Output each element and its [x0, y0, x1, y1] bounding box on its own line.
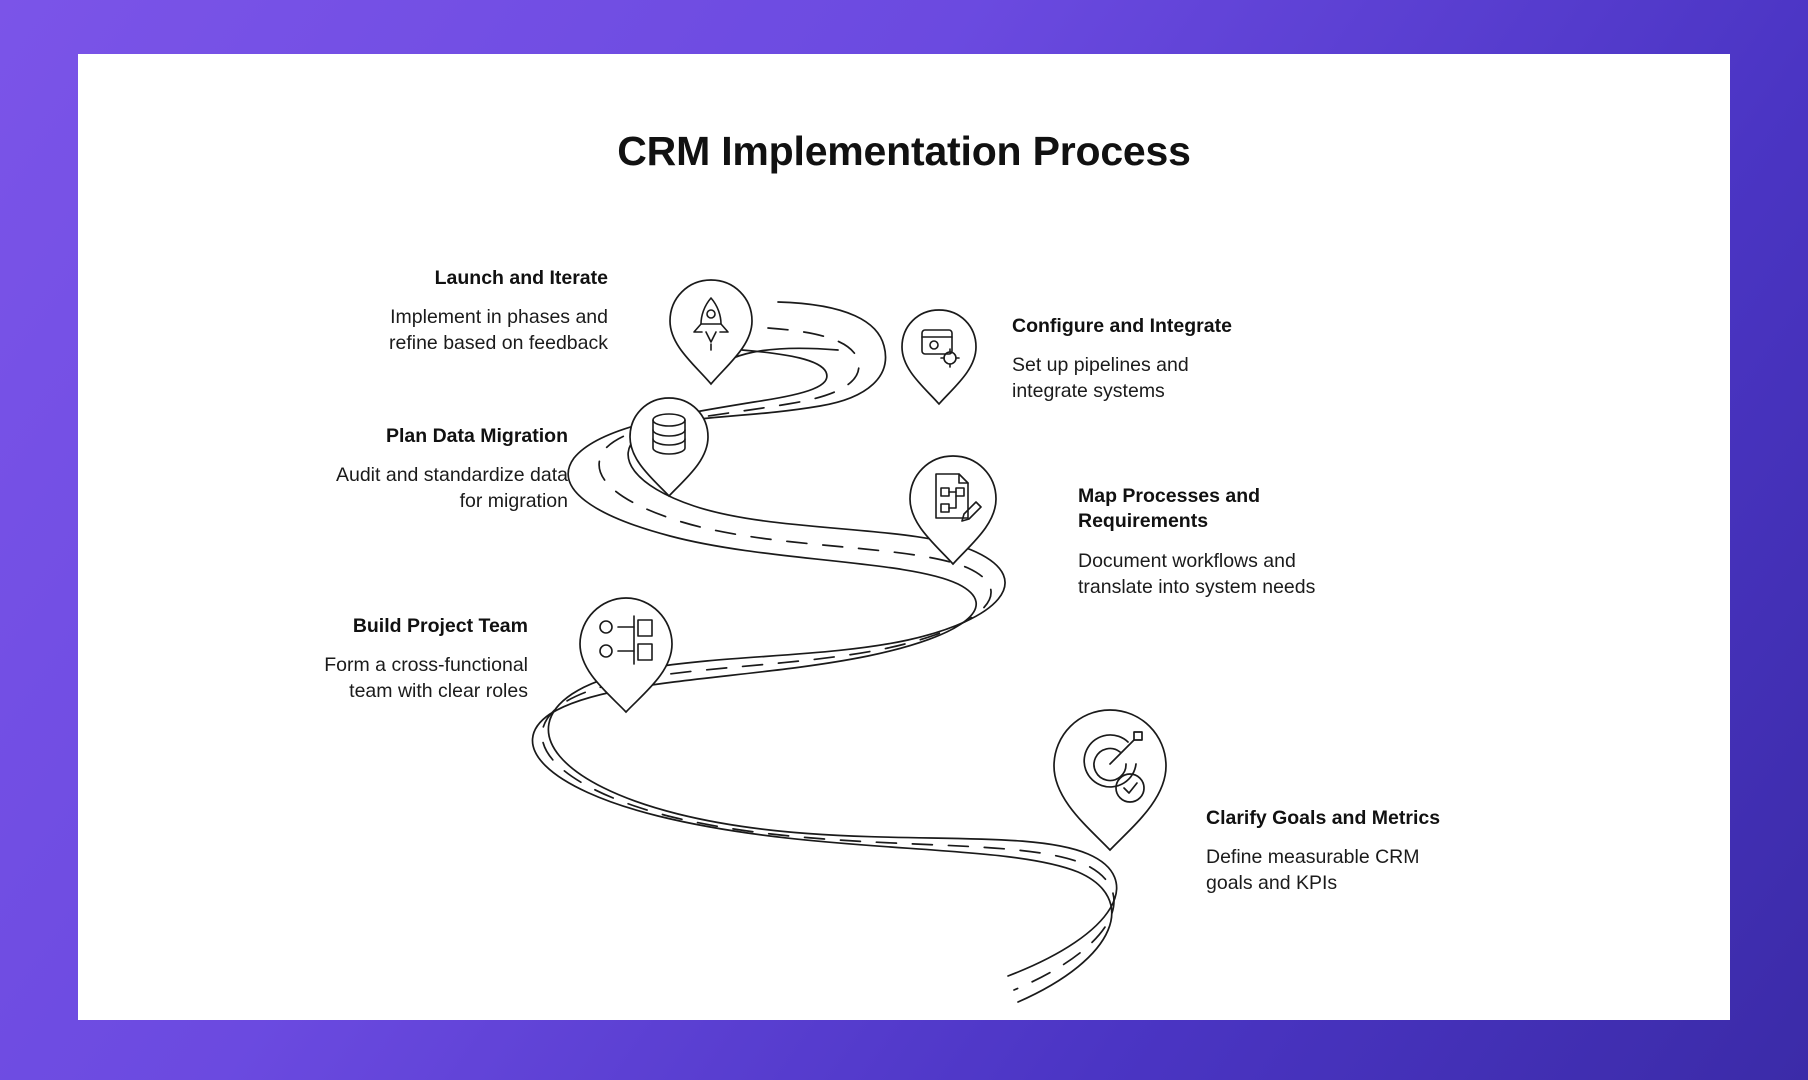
step-label-clarify-goals-and-metrics: Clarify Goals and Metrics Define measura… [1206, 806, 1526, 897]
pin-configure-and-integrate[interactable] [898, 306, 980, 408]
step-label-build-project-team: Build Project Team Form a cross-function… [208, 614, 528, 705]
target-check-icon [1083, 731, 1145, 803]
step-label-map-processes-and-requirements: Map Processes and Requirements Document … [1078, 484, 1378, 601]
step-description-line2: team with clear roles [349, 680, 528, 703]
step-title: Map Processes and Requirements [1078, 484, 1378, 535]
pin-build-project-team[interactable] [576, 594, 676, 716]
step-description: Audit and standardize data for migration [278, 463, 568, 515]
team-icon [599, 615, 653, 665]
step-description: Document workflows and translate into sy… [1078, 549, 1378, 601]
step-description-line1: Form a cross-functional [324, 654, 528, 677]
step-description-line2: refine based on feedback [389, 332, 608, 355]
step-label-configure-and-integrate: Configure and Integrate Set up pipelines… [1012, 314, 1332, 405]
step-description-line1: Define measurable CRM [1206, 846, 1420, 869]
step-title: Clarify Goals and Metrics [1206, 807, 1441, 829]
step-label-launch-and-iterate: Launch and Iterate Implement in phases a… [318, 266, 608, 357]
database-icon [652, 413, 686, 455]
document-edit-icon [935, 473, 982, 522]
step-label-plan-data-migration: Plan Data Migration Audit and standardiz… [278, 424, 568, 515]
step-title: Launch and Iterate [434, 267, 608, 289]
step-description-line2: for migration [459, 490, 568, 513]
step-description-line2: integrate systems [1012, 380, 1165, 403]
pin-clarify-goals-and-metrics[interactable] [1050, 706, 1170, 854]
step-description-line2: translate into system needs [1078, 575, 1316, 598]
step-description-line1: Audit and standardize data [335, 464, 568, 487]
step-description: Define measurable CRM goals and KPIs [1206, 845, 1526, 897]
step-description-line1: Implement in phases and [390, 306, 608, 329]
step-description-line1: Set up pipelines and [1012, 354, 1189, 377]
step-title-line2: Requirements [1078, 510, 1209, 533]
rocket-icon [693, 297, 729, 351]
settings-window-icon [921, 329, 960, 368]
page-title: CRM Implementation Process [617, 128, 1191, 174]
step-description: Set up pipelines and integrate systems [1012, 353, 1332, 405]
step-description-line2: goals and KPIs [1206, 872, 1338, 895]
slide-card: CRM Implementation Process [78, 54, 1730, 1020]
step-title: Build Project Team [352, 615, 528, 637]
pin-launch-and-iterate[interactable] [666, 276, 756, 388]
step-title-line1: Map Processes and [1078, 485, 1261, 507]
pin-map-processes-and-requirements[interactable] [906, 452, 1000, 568]
step-description: Form a cross-functional team with clear … [208, 653, 528, 705]
step-title: Configure and Integrate [1012, 315, 1232, 337]
step-description: Implement in phases and refine based on … [318, 305, 608, 357]
step-title: Plan Data Migration [385, 425, 568, 447]
pin-plan-data-migration[interactable] [626, 394, 712, 500]
step-description-line1: Document workflows and [1078, 549, 1296, 572]
